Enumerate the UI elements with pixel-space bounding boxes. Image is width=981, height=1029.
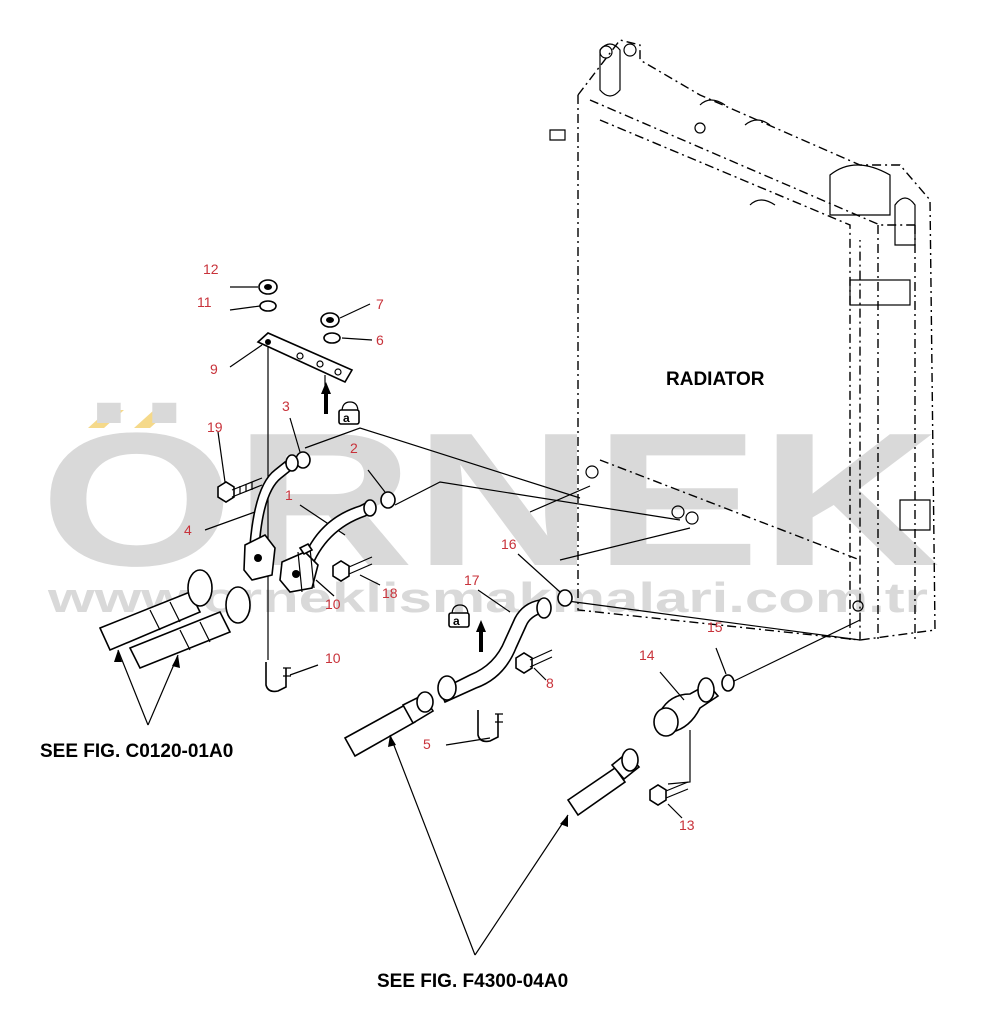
callout-12: 12 — [203, 261, 219, 277]
see-fig-f4300-label: SEE FIG. F4300-04A0 — [377, 971, 568, 992]
callout-2: 2 — [350, 440, 358, 456]
callout-19: 19 — [207, 419, 223, 435]
watermark: ÖRNEK www.orneklismakmalari.com.tr — [40, 394, 940, 621]
watermark-brand: ÖRNEK — [40, 394, 940, 606]
callout-9: 9 — [210, 361, 218, 377]
hose-assembly-c0120 — [98, 569, 251, 670]
part-6-washer[interactable] — [323, 332, 341, 344]
callout-5: 5 — [423, 736, 431, 752]
callout-13: 13 — [679, 817, 695, 833]
callout-10b: 10 — [325, 650, 341, 666]
reference-arrows — [114, 649, 569, 956]
arrow-up-icon — [476, 620, 486, 652]
callout-7: 7 — [376, 296, 384, 312]
part-18-bolt[interactable] — [332, 556, 373, 582]
callout-11: 11 — [197, 294, 212, 310]
radiator-outline — [549, 39, 936, 641]
part-7-nut[interactable] — [320, 312, 340, 328]
callout-leaders — [204, 286, 727, 819]
part-2-oring[interactable] — [380, 491, 396, 509]
callout-18: 18 — [382, 585, 398, 601]
part-8-bolt[interactable] — [515, 649, 553, 674]
see-fig-c0120-label: SEE FIG. C0120-01A0 — [40, 741, 233, 762]
part-17-pipe[interactable] — [437, 597, 552, 704]
callout-16: 16 — [501, 536, 517, 552]
callout-1: 1 — [285, 487, 293, 503]
part-10-clamp[interactable] — [265, 662, 291, 693]
lock-icon: a — [338, 401, 360, 425]
svg-text:a: a — [453, 614, 460, 628]
part-19-bolt[interactable] — [217, 477, 263, 503]
callout-4: 4 — [184, 522, 192, 538]
part-15-oring[interactable] — [721, 674, 735, 692]
callout-17: 17 — [464, 572, 480, 588]
part-12-nut[interactable] — [258, 279, 278, 295]
callout-6: 6 — [376, 332, 384, 348]
callout-8: 8 — [546, 675, 554, 691]
callout-numbers: 12 11 7 6 9 3 2 19 1 4 10 18 16 17 10 8 … — [184, 261, 723, 833]
svg-text:a: a — [343, 411, 350, 425]
part-9-bracket[interactable] — [256, 332, 354, 384]
watermark-accent-left — [88, 410, 124, 428]
lock-icon: a — [448, 604, 470, 628]
callout-10a: 10 — [325, 596, 341, 612]
part-13-bolt[interactable] — [649, 781, 689, 806]
callout-14: 14 — [639, 647, 655, 663]
part-1-pipe[interactable] — [249, 454, 377, 572]
watermark-accent-right — [134, 410, 170, 428]
hose-assembly-f4300 — [343, 691, 641, 817]
arrow-up-icon — [321, 382, 331, 414]
radiator-label: RADIATOR — [666, 369, 765, 390]
callout-15: 15 — [707, 619, 723, 635]
part-11-washer[interactable] — [259, 300, 277, 312]
part-4-flange[interactable] — [243, 533, 319, 593]
callout-3: 3 — [282, 398, 290, 414]
part-16-oring[interactable] — [557, 589, 573, 607]
part-10-bolt[interactable] — [297, 542, 315, 593]
part-5-clamp[interactable] — [477, 710, 503, 743]
part-14-elbow[interactable] — [653, 677, 720, 737]
